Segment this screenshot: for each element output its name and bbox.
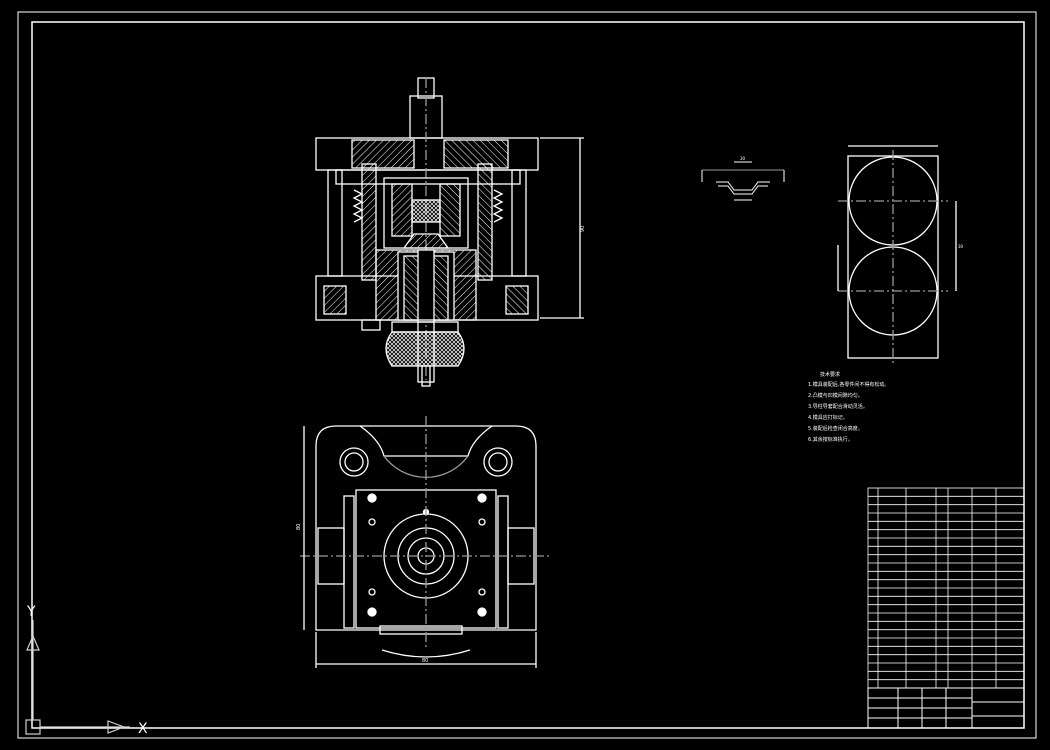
- note-item: 4.模具应打标记。: [808, 414, 848, 421]
- note-item: 5.装配后检查闭合高度。: [808, 425, 863, 432]
- part-dimension: 30: [740, 156, 746, 161]
- note-item: 3.导柱导套配合滑动灵活。: [808, 403, 868, 410]
- plan-view[interactable]: [300, 416, 552, 668]
- blank-height-dimension: 30: [958, 244, 964, 249]
- note-item: 2.凸模与凹模间隙均匀。: [808, 392, 863, 399]
- plan-width-dimension: 80: [422, 658, 428, 664]
- ucs-origin-icon: [25, 719, 41, 735]
- parts-list-table[interactable]: [867, 487, 1025, 689]
- note-item: 1.模具装配后,各零件间不得有松动。: [808, 381, 889, 388]
- ucs-x-axis-icon: X: [138, 721, 148, 737]
- ucs-y-axis-icon: Y: [26, 604, 36, 620]
- ucs-icon: [25, 620, 130, 735]
- blank-layout-view[interactable]: [837, 145, 957, 364]
- plan-height-dimension: 80: [296, 524, 302, 530]
- front-section-view[interactable]: [315, 77, 584, 387]
- note-item: 6.其余按标准执行。: [808, 436, 853, 443]
- part-detail-view[interactable]: [701, 161, 785, 201]
- title-block[interactable]: [867, 687, 1025, 729]
- notes-heading: 技术要求: [820, 371, 840, 378]
- front-height-dimension: 90: [580, 226, 586, 232]
- drawing-border: [17, 11, 1037, 739]
- technical-notes: 技术要求 1.模具装配后,各零件间不得有松动。 2.凸模与凹模间隙均匀。 3.导…: [808, 371, 889, 443]
